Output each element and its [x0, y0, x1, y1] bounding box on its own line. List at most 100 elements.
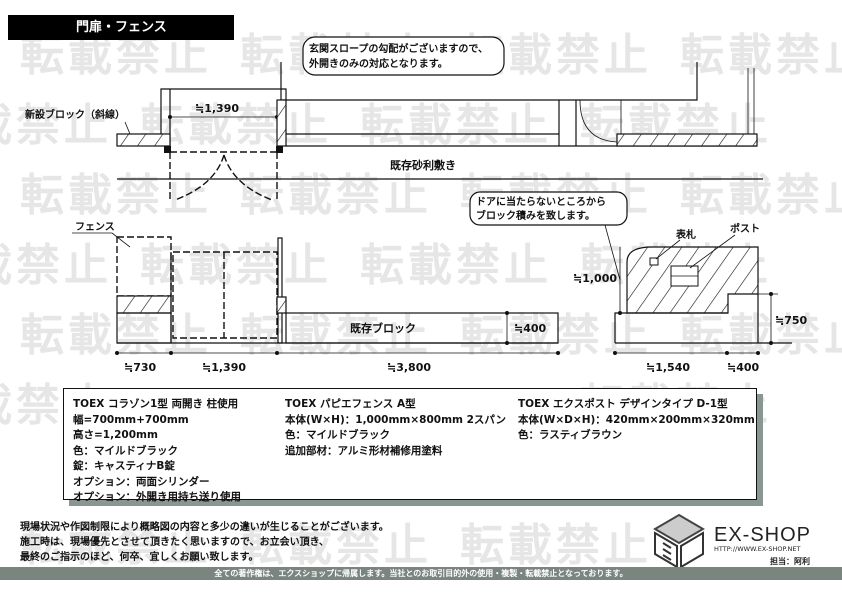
- drawing-line: [613, 351, 617, 355]
- drawing-line: [275, 351, 279, 355]
- drawing-line: [111, 232, 131, 248]
- drawing-label: 転載禁止: [680, 310, 842, 361]
- drawing-line: [616, 133, 758, 147]
- fence-label: フェンス: [75, 221, 115, 233]
- new-block-label: 新設ブロック（斜線）: [25, 108, 125, 121]
- drawing-line: [160, 88, 287, 134]
- drawing-label: ≒750: [775, 314, 808, 327]
- gravel-label: 既存砂利敷き: [390, 158, 456, 172]
- spec-line: 錠：キャスティナB錠: [73, 460, 175, 472]
- drawing-line: [115, 351, 760, 355]
- drawing-line: [276, 296, 287, 314]
- note-line: 現場状況や作図制限により概略図の内容と多少の違いが生じることがございます。: [20, 522, 389, 533]
- drawing-line: [174, 154, 225, 201]
- spec-line: 色：マイルドブラック: [285, 429, 390, 441]
- drawing-line: [124, 121, 131, 135]
- drawing-label: ≒400: [727, 361, 760, 374]
- drawing-label: ポスト: [730, 222, 760, 235]
- drawing-line: [604, 224, 621, 281]
- spec-line: 追加部材：アルミ形材補修用塗料: [285, 444, 443, 457]
- drawing-line: [655, 239, 681, 260]
- drawing-line: [505, 311, 509, 315]
- logo-url: HTTP://WWW.EX-SHOP.NET: [714, 545, 801, 553]
- drawing-line: [769, 341, 773, 345]
- drawing-label: 転載禁止: [240, 310, 432, 361]
- staff-name: 担当：阿利: [770, 557, 810, 566]
- spec-line: オプション：外開き用持ち送り使用: [73, 491, 241, 503]
- logo-name: EX-SHOP: [714, 524, 812, 546]
- drawing-label: 転載禁止: [680, 30, 842, 81]
- spec-line: 高さ=1,200mm: [73, 429, 158, 441]
- drawing-line: [662, 542, 672, 561]
- drawing-label: ≒730: [124, 361, 157, 374]
- drawing-label: ドアに当たらないところから: [476, 195, 606, 208]
- gate: [172, 251, 278, 339]
- drawing-label: 転載禁止: [240, 520, 432, 571]
- drawing-line: [116, 295, 172, 314]
- spec-line: 色：マイルドブラック: [73, 444, 178, 457]
- note-line: 最終のご指示のほど、何卒、宜しくお願い致します。: [20, 552, 259, 563]
- drawing-line: [168, 115, 172, 119]
- spec-fence: TOEX パピエフェンス A型 本体(W×H)：1,000mm×800mm 2ス…: [285, 397, 506, 459]
- drawing-label: ブロック積みを致します。: [476, 209, 595, 222]
- drawing-label: 転載禁止: [20, 520, 212, 571]
- drawing-label: 転載禁止: [0, 240, 112, 291]
- drawing-line: [276, 99, 287, 147]
- drawing-label: 転載禁止: [680, 170, 842, 221]
- new-block: [116, 133, 171, 147]
- drawing-label: 転載禁止: [360, 100, 552, 151]
- drawing-label: 転載禁止: [140, 100, 332, 151]
- spec-gate: TOEX コラゾン1型 両開き 柱使用 幅=700mm+700mm 高さ=1,2…: [73, 397, 241, 506]
- drawing-label: ≒1,390: [202, 361, 246, 374]
- drawing-line: [579, 99, 618, 143]
- drawing-label: 転載禁止: [20, 310, 212, 361]
- spec-line: 本体(W×H)：1,000mm×800mm 2スパン: [285, 413, 506, 426]
- drawing-label: 転載禁止: [140, 240, 332, 291]
- drawing-line: [689, 234, 736, 269]
- spec-line: TOEX コラゾン1型 両開き 柱使用: [73, 398, 239, 410]
- drawing-label: 転載禁止: [20, 170, 212, 221]
- copyright-footer: 全ての著作権は、エクスショップに帰属します。当社とのお取引目的外の使用・複製・転…: [0, 567, 842, 580]
- drawing-label: 玄関スロープの勾配がございますので、: [309, 42, 488, 55]
- drawing-label: 表札: [675, 228, 696, 241]
- drawing-label: 転載禁止: [240, 170, 432, 221]
- drawing-label: 転載禁止: [0, 100, 112, 151]
- drawing-line: [614, 312, 728, 343]
- drawing-line: [769, 292, 773, 296]
- note-line: 施工時は、現場優先とさせて頂きたく思いますので、お立会い頂き、: [20, 537, 329, 548]
- drawing-line: [276, 146, 283, 153]
- gate-width-dim: ≒1,390: [195, 102, 239, 115]
- drawing-label: 既存ブロック: [350, 321, 416, 335]
- drawing-line: [649, 257, 659, 266]
- callout-slope: [302, 36, 505, 76]
- elevation-view: ドアに当たらないところから ブロック積みを致します。 フェンス 既存ブロック ≒…: [72, 191, 808, 374]
- drawing-line: [653, 513, 705, 545]
- spec-line: 色：ラスティブラウン: [518, 429, 623, 441]
- spec-line: オプション：両面シリンダー: [73, 475, 210, 488]
- drawing-line: [556, 351, 560, 355]
- drawing-label: 転載禁止: [460, 520, 652, 571]
- drawing-label: 外開きのみの対応となります。: [308, 57, 448, 70]
- spec-post: TOEX エクスポスト デザインタイプ D-1型 本体(W×D×H)：420mm…: [518, 397, 755, 444]
- drawing-line: [725, 351, 729, 355]
- drawing-label: 転載禁止: [360, 240, 552, 291]
- drawing-line: [281, 62, 698, 101]
- drawing-label: ≒400: [514, 322, 547, 335]
- notes: 現場状況や作図制限により概略図の内容と多少の違いが生じることがございます。 施工…: [20, 520, 389, 565]
- drawing-label: ≒1,000: [573, 272, 617, 285]
- drawing-line: [756, 351, 760, 355]
- spec-box: TOEX コラゾン1型 両開き 柱使用 幅=700mm+700mm 高さ=1,2…: [63, 388, 757, 503]
- spec-line: TOEX エクスポスト デザインタイプ D-1型: [518, 398, 728, 410]
- spec-line: TOEX パピエフェンス A型: [285, 398, 416, 410]
- drawing-label: ≒3,800: [387, 361, 431, 374]
- plan-view: 玄関スロープの勾配がございますので、 外開きのみの対応となります。 ≒1,390…: [25, 36, 763, 202]
- drawing-line: [115, 351, 119, 355]
- drawing-line: [164, 146, 171, 153]
- drawing-label: ≒1,540: [646, 361, 690, 374]
- drawing-line: [169, 351, 173, 355]
- page-title: 門扉・フェンス: [8, 15, 234, 40]
- ex-shop-logo-icon: [653, 513, 705, 569]
- drawing-line: [618, 311, 622, 315]
- callout-block: [469, 191, 628, 226]
